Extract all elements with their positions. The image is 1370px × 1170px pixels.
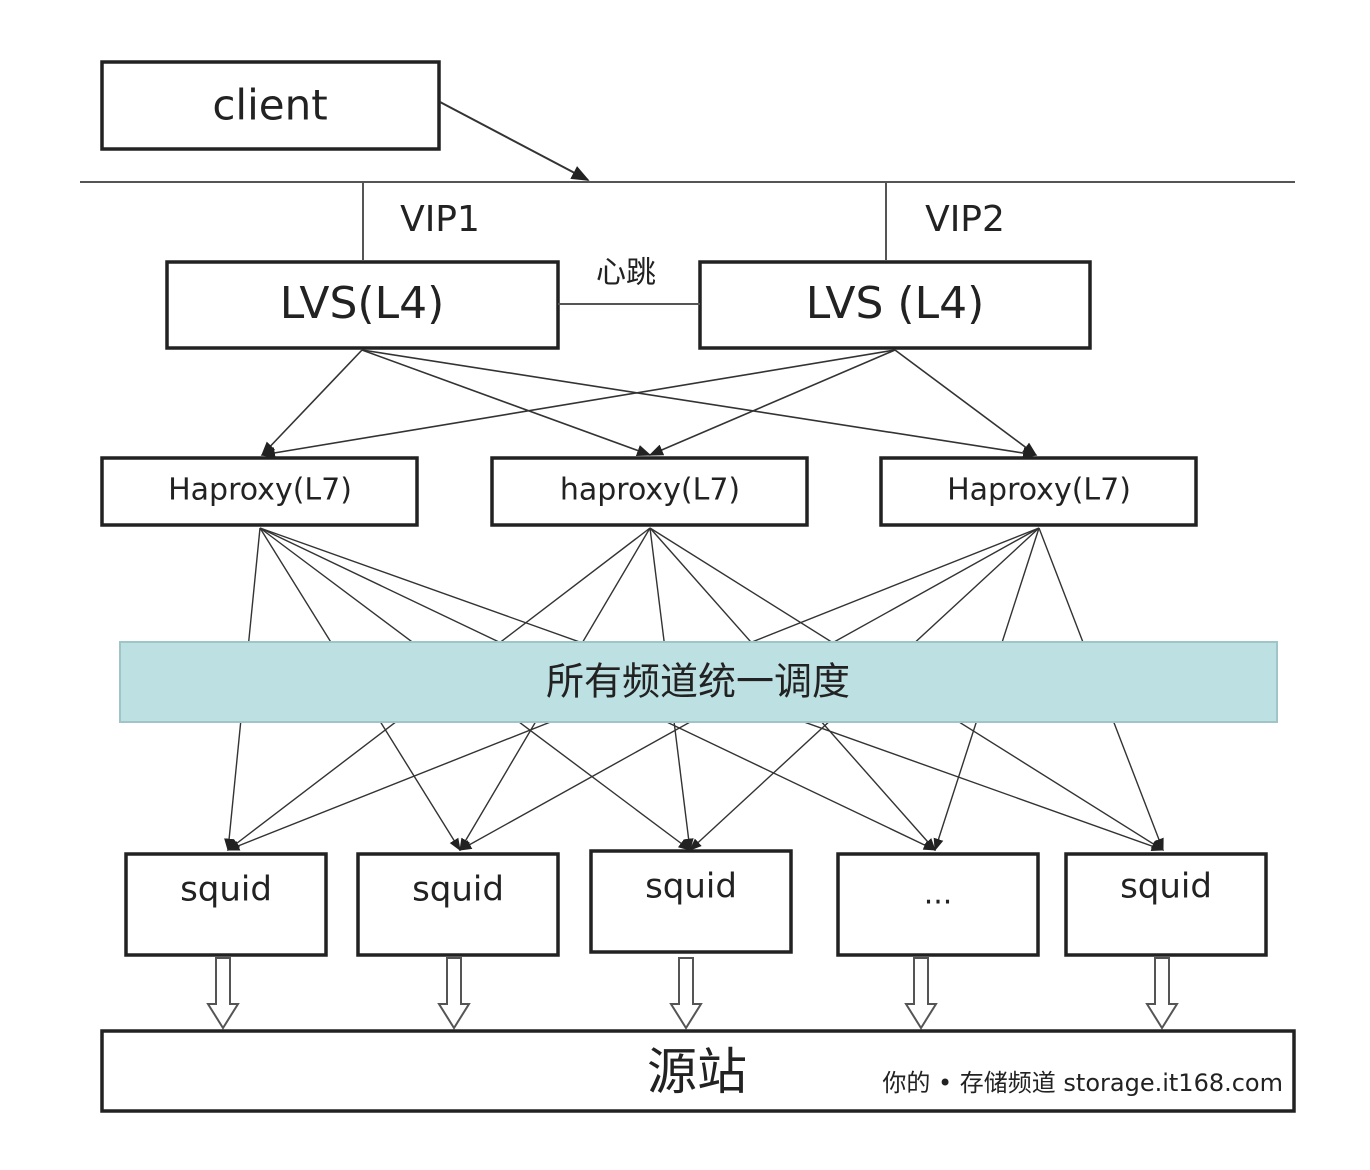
squid-box-4 (836, 852, 1040, 957)
squid-label-1: squid (180, 870, 272, 910)
squid-box-1 (124, 852, 328, 957)
squid-box-5 (1064, 852, 1268, 957)
client-arrow (439, 101, 590, 181)
hollow-arrow-2 (437, 957, 471, 1030)
hollow-arrow-1 (206, 957, 240, 1030)
scheduler-label: 所有频道统一调度 (546, 660, 850, 704)
squid-label-3: squid (645, 867, 737, 907)
haproxy-label-2: haproxy(L7) (560, 473, 740, 508)
squid-label-4: ... (924, 877, 953, 912)
lvs-box-1 (165, 260, 560, 350)
squid-label-2: squid (412, 870, 504, 910)
hollow-arrow-3 (669, 957, 703, 1030)
hollow-arrow-5 (1145, 957, 1179, 1030)
haproxy-label-3: Haproxy(L7) (947, 473, 1131, 508)
hollow-arrow-4 (904, 957, 938, 1030)
vip2-label: VIP2 (925, 199, 1005, 240)
origin-label: 源站 (647, 1043, 747, 1101)
squid-label-5: squid (1120, 867, 1212, 907)
lvs-box-2 (698, 260, 1092, 350)
haproxy-box-1 (100, 456, 419, 527)
origin-fetch-arrows (206, 957, 1179, 1030)
client-label: client (212, 81, 327, 130)
watermark-text: 你的 • 存储频道 storage.it168.com (882, 1069, 1283, 1097)
squid-box-2 (356, 852, 560, 957)
lvs-label-2: LVS (L4) (806, 278, 985, 329)
haproxy-box-2 (490, 456, 809, 527)
client-box (100, 60, 441, 151)
haproxy-label-1: Haproxy(L7) (168, 473, 352, 508)
vip1-label: VIP1 (400, 199, 480, 240)
squid-box-3 (589, 849, 793, 954)
origin-box (100, 1029, 1296, 1113)
lvs-to-haproxy-arrows (260, 349, 1038, 459)
haproxy-box-3 (879, 456, 1198, 527)
heartbeat-label: 心跳 (596, 256, 656, 291)
lvs-label-1: LVS(L4) (280, 278, 445, 329)
scheduler-band (119, 641, 1278, 723)
